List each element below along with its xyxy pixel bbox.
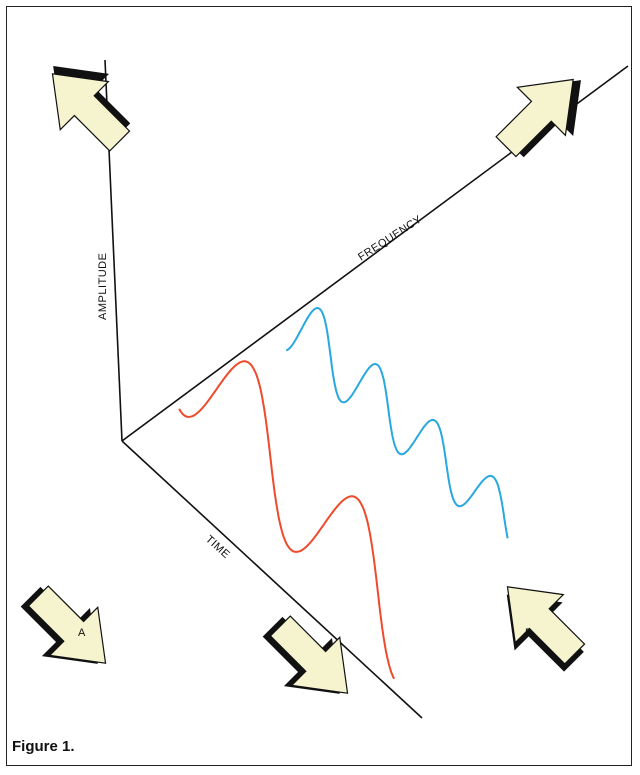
arrow-b-label: B bbox=[525, 627, 532, 639]
arrow-top-right-icon bbox=[482, 52, 605, 175]
arrow-b-icon bbox=[479, 563, 602, 686]
arrow-a-label: A bbox=[78, 627, 86, 639]
arrow-a-icon bbox=[7, 568, 130, 691]
arrow-top-left-icon bbox=[25, 42, 148, 165]
frequency-label: FREQUENCY bbox=[356, 213, 424, 263]
figure-caption: Figure 1. bbox=[12, 738, 75, 755]
amplitude-label: AMPLITUDE bbox=[97, 253, 109, 320]
time-label: TIME bbox=[203, 533, 232, 561]
frequency-domain-wave bbox=[286, 308, 507, 538]
arrow-bottom-middle-icon bbox=[249, 598, 372, 721]
